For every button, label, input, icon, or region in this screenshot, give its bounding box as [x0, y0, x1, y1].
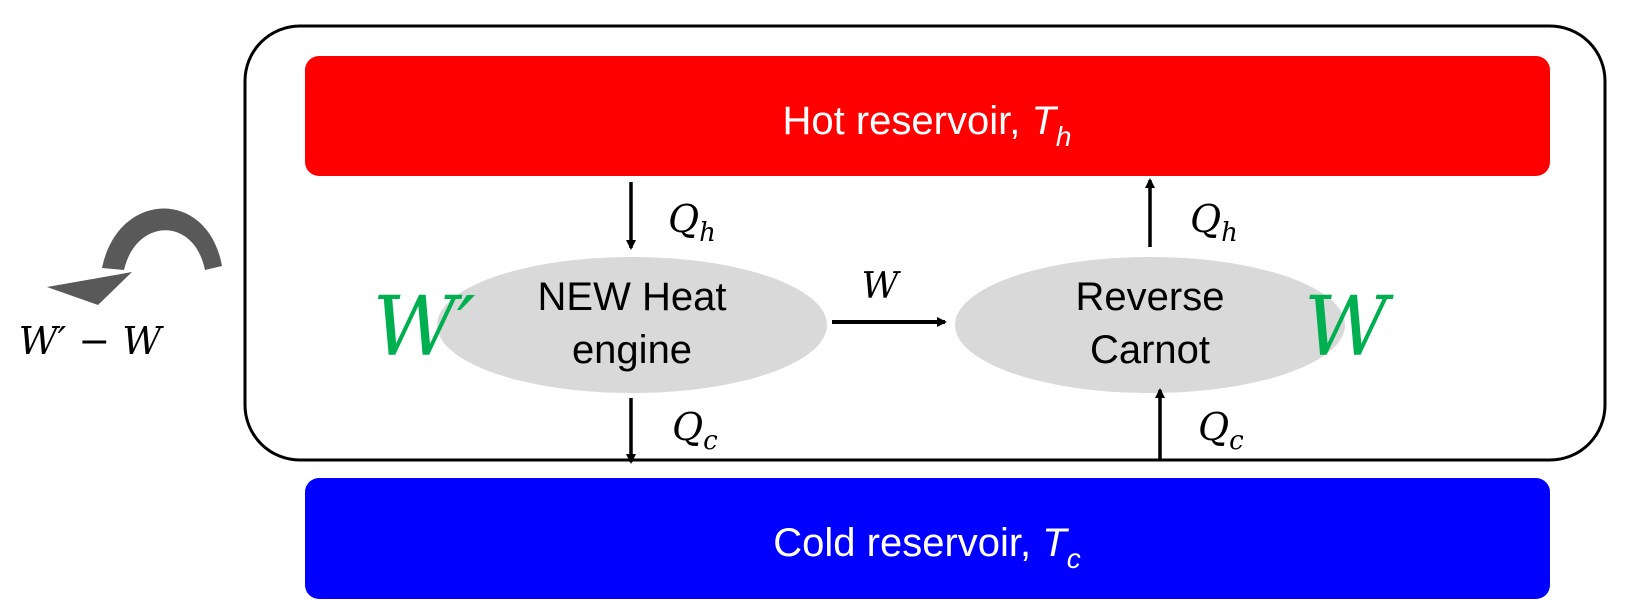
system-boundary [243, 24, 1607, 462]
engine-heat-in-label: Qh [668, 197, 716, 248]
reverse-carnot-line2: Carnot [1090, 328, 1210, 372]
carnot-heat-in-label: Qc [1198, 405, 1244, 456]
cold-reservoir-label: Cold reservoir, Tc [773, 521, 1080, 574]
hot-reservoir-label: Hot reservoir, Th [783, 99, 1072, 152]
carnot-heat-out-label: Qh [1190, 197, 1238, 248]
engine-heat-out-label: Qc [672, 405, 718, 456]
heat-engine-ellipse [437, 257, 827, 393]
heat-engine-line1: NEW Heat [538, 275, 727, 319]
cold-reservoir [305, 478, 1550, 599]
curved-arrow-icon [47, 208, 222, 305]
work-transfer-label: W [861, 266, 901, 307]
reverse-carnot-line1: Reverse [1076, 275, 1225, 319]
carnot-work-label: W [1304, 280, 1394, 375]
reverse-carnot-ellipse [955, 257, 1345, 393]
engine-work-label: W′ [373, 280, 476, 375]
hot-reservoir [305, 56, 1550, 176]
net-work-label: W′ − W [19, 319, 165, 363]
heat-engine-line2: engine [572, 328, 692, 372]
